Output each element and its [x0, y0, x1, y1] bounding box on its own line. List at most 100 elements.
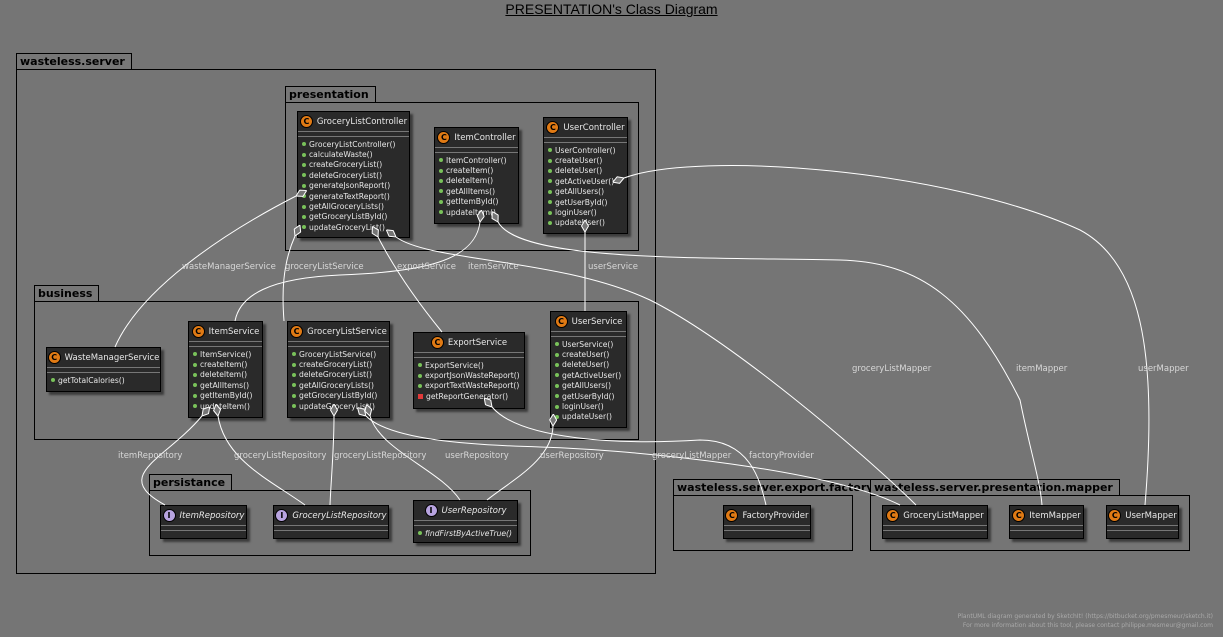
public-visibility-icon [193, 372, 197, 377]
method-row: deleteUser() [548, 166, 623, 176]
public-visibility-icon [439, 158, 443, 163]
class-name: UserMapper [1125, 510, 1177, 521]
method-name: loginUser() [562, 402, 604, 412]
methods-section: GroceryListController()calculateWaste()c… [298, 137, 409, 236]
label-grocery-list-mapper-1: groceryListMapper [852, 364, 932, 374]
method-name: getAllItems() [446, 186, 496, 196]
class-name: GroceryListRepository [292, 510, 387, 521]
method-row: getAllUsers() [548, 187, 623, 197]
public-visibility-icon [555, 352, 559, 357]
public-visibility-icon [439, 189, 443, 194]
link-grocery-list-repository-2 [329, 416, 334, 506]
public-visibility-icon [548, 148, 552, 153]
method-row: getReportGenerator() [418, 391, 520, 401]
method-row: deleteGroceryList() [302, 170, 405, 180]
public-visibility-icon [193, 352, 197, 357]
link-grocery-list-service [282, 236, 295, 322]
class-icon: C [430, 336, 444, 349]
public-visibility-icon [292, 352, 296, 357]
link-item-mapper [498, 222, 1043, 506]
method-row: createGroceryList() [292, 359, 385, 369]
method-row: deleteUser() [555, 360, 622, 370]
method-name: createItem() [446, 166, 494, 176]
public-visibility-icon [418, 531, 422, 536]
method-name: deleteGroceryList() [299, 370, 373, 380]
attributes-section [189, 342, 262, 347]
method-row: deleteGroceryList() [292, 370, 385, 380]
method-row: generateJsonReport() [302, 181, 405, 191]
methods-section: findFirstByActiveTrue() [414, 526, 517, 541]
method-name: createItem() [200, 360, 248, 370]
method-row: ExportService() [418, 360, 520, 370]
method-row: updateItem() [193, 401, 258, 411]
label-user-service: userService [588, 262, 638, 272]
method-name: UserController() [555, 145, 616, 155]
public-visibility-icon [292, 393, 296, 398]
method-row: updateItem() [439, 207, 514, 217]
class-icon: C [886, 509, 900, 522]
method-name: getAllUsers() [555, 187, 605, 197]
method-row: getGroceryListById() [292, 391, 385, 401]
label-factory-provider: factoryProvider [749, 451, 814, 461]
interface-icon: I [424, 504, 438, 517]
method-name: getReportGenerator() [426, 391, 509, 401]
methods-section: getTotalCalories() [47, 373, 160, 388]
attributes-section [161, 526, 246, 531]
class-name: UserRepository [441, 505, 507, 516]
attributes-section [414, 521, 517, 526]
method-name: getUserById() [555, 197, 608, 207]
public-visibility-icon [292, 362, 296, 367]
method-row: getActiveUser() [555, 370, 622, 380]
package-business [34, 301, 639, 440]
method-row: getTotalCalories() [51, 375, 156, 385]
class-name: ItemRepository [179, 510, 245, 521]
public-visibility-icon [555, 362, 559, 367]
footer-line-1: PlantUML diagram generated by SketchIt! … [957, 613, 1213, 620]
public-visibility-icon [439, 210, 443, 215]
public-visibility-icon [51, 378, 55, 383]
attributes-section [47, 368, 160, 373]
method-name: generateJsonReport() [309, 181, 391, 191]
method-row: updateUser() [548, 218, 623, 228]
method-name: getAllItems() [200, 380, 250, 390]
public-visibility-icon [418, 383, 422, 388]
method-row: getGroceryListById() [302, 212, 405, 222]
method-name: calculateWaste() [309, 150, 373, 160]
public-visibility-icon [302, 214, 306, 219]
label-grocery-list-repository-1: groceryListRepository [234, 451, 327, 461]
package-tab-persistance: persistance [149, 474, 233, 491]
method-row: loginUser() [548, 207, 623, 217]
link-item-repository [141, 416, 202, 506]
method-name: updateUser() [555, 218, 605, 228]
method-name: exportJsonWasteReport() [425, 371, 520, 381]
link-grocery-list-mapper-1 [396, 237, 917, 506]
method-row: deleteItem() [193, 370, 258, 380]
method-row: exportTextWasteReport() [418, 381, 520, 391]
method-name: getTotalCalories() [58, 375, 125, 385]
package-tab-presentation-mapper: wasteless.server.presentation.mapper [870, 479, 1120, 496]
interface-icon: I [275, 509, 289, 522]
method-name: updateItem() [446, 207, 496, 217]
public-visibility-icon [302, 173, 306, 178]
